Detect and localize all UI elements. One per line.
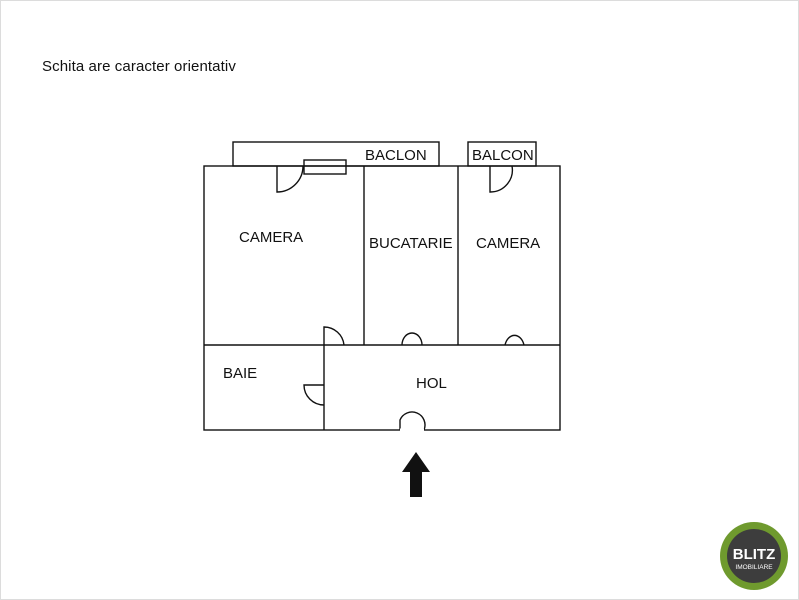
logo-wordmark: BLITZ [733, 546, 776, 563]
arrow-up-icon [402, 452, 430, 497]
room-label-bucatarie: BUCATARIE [369, 235, 453, 252]
door-baie [303, 384, 325, 406]
door-bucatarie [401, 332, 423, 346]
logo-subtitle: IMOBILIARE [735, 564, 773, 571]
room-label-baie: BAIE [223, 365, 257, 382]
door-camera-right [504, 334, 525, 346]
logo-inner [727, 529, 781, 583]
blitz-logo: BLITZ IMOBILIARE [720, 522, 788, 590]
door-balcony-right [489, 165, 514, 193]
door-entrance [399, 411, 426, 431]
room-label-camera-right: CAMERA [476, 235, 540, 252]
apartment-outline [203, 165, 561, 431]
balcony-label-right: BALCON [472, 147, 534, 164]
door-camera-left [323, 326, 345, 346]
door-balcony-left [276, 165, 304, 193]
window-box [303, 159, 347, 175]
room-label-hol: HOL [416, 375, 447, 392]
balcony-label-left: BACLON [365, 147, 427, 164]
disclaimer-caption: Schita are caracter orientativ [42, 58, 236, 75]
room-label-camera-left: CAMERA [239, 229, 303, 246]
